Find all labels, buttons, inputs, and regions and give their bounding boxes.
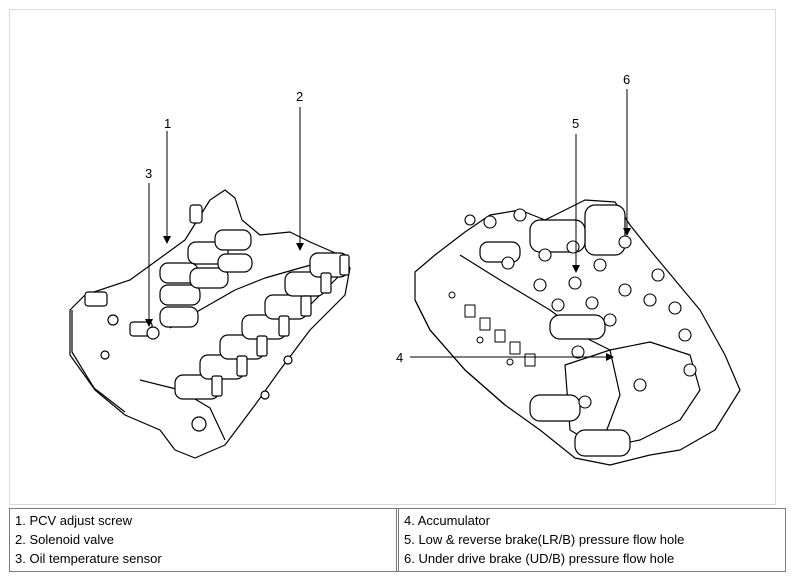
solenoid-connectors [211, 254, 350, 397]
rear-solenoid-row [159, 229, 253, 328]
callout-2: 2 [296, 89, 304, 104]
legend-item-accumulator: 4. Accumulator [404, 513, 490, 528]
callout-leaders [145, 89, 631, 361]
legend-item-pcv-adjust-screw: 1. PCV adjust screw [15, 513, 133, 528]
callout-4: 4 [396, 350, 404, 365]
valve-body-illustration [69, 89, 741, 466]
callout-5: 5 [572, 116, 580, 131]
legend-table: 1. PCV adjust screw 2. Solenoid valve 3.… [9, 508, 786, 572]
diagram-figure: 1 2 3 4 5 6 [9, 9, 776, 505]
callout-6: 6 [623, 72, 631, 87]
legend-column-left: 1. PCV adjust screw 2. Solenoid valve 3.… [10, 509, 396, 571]
legend-item-lrb-flow-hole: 5. Low & reverse brake(LR/B) pressure fl… [404, 532, 685, 547]
side-ports [448, 291, 536, 367]
legend-column-right: 4. Accumulator 5. Low & reverse brake(LR… [396, 509, 785, 571]
callout-3: 3 [145, 166, 153, 181]
right-valve-body [414, 199, 741, 466]
left-valve-body [69, 189, 351, 459]
legend-item-udb-flow-hole: 6. Under drive brake (UD/B) pressure flo… [404, 551, 675, 566]
callout-1: 1 [164, 116, 172, 131]
bolt-heads [464, 208, 697, 409]
legend-item-oil-temperature-sensor: 3. Oil temperature sensor [15, 551, 162, 566]
legend-item-solenoid-valve: 2. Solenoid valve [15, 532, 115, 547]
